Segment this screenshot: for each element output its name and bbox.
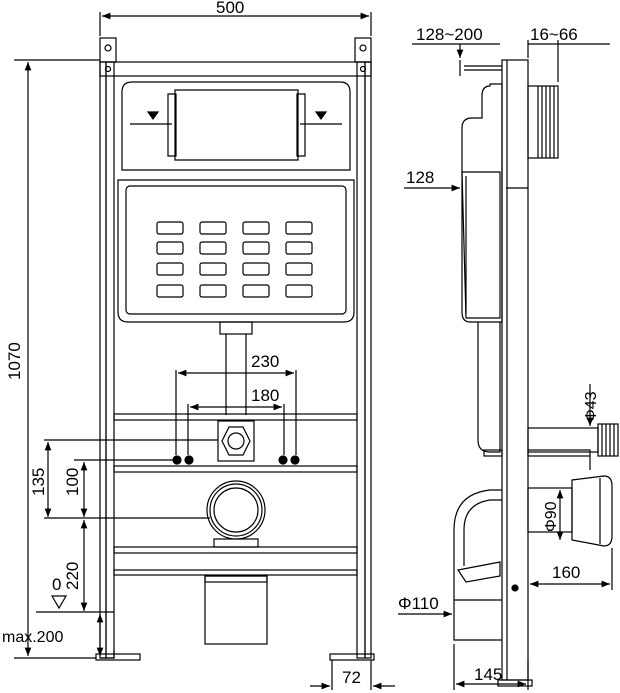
top-crossbar <box>99 61 372 77</box>
label-height-1070: 1070 <box>5 342 24 380</box>
floor-box <box>204 575 268 645</box>
label-range-128-200: 128~200 <box>416 25 483 44</box>
label-phi-90: Φ90 <box>543 501 560 532</box>
mounting-bar <box>113 413 358 473</box>
label-height-220: 220 <box>63 562 82 590</box>
side-drain-bend <box>453 489 502 641</box>
side-view <box>453 59 619 687</box>
label-phi-110: Φ110 <box>398 594 439 613</box>
label-height-135: 135 <box>29 468 48 496</box>
label-depth-160: 160 <box>552 563 580 582</box>
label-height-100: 100 <box>63 468 82 496</box>
side-downpipe <box>477 322 501 453</box>
frame-upright-right <box>329 37 375 661</box>
label-foot-72: 72 <box>342 668 361 687</box>
drain-fitting <box>206 480 266 548</box>
label-width-500: 500 <box>216 0 244 17</box>
side-threaded-connector <box>527 85 559 159</box>
front-view <box>95 37 375 661</box>
label-depth-145: 145 <box>474 665 502 684</box>
label-range-16-66: 16~66 <box>530 25 578 44</box>
front-dimensions <box>14 12 395 690</box>
frame-upright-left <box>95 37 141 661</box>
side-cistern <box>461 83 503 323</box>
label-phi-43: Φ43 <box>583 391 600 422</box>
cistern <box>117 81 355 415</box>
label-floor-zero: 0 <box>52 575 61 594</box>
label-spacing-180: 180 <box>251 386 279 405</box>
label-spacing-230: 230 <box>251 352 279 371</box>
label-max-200: max.200 <box>2 629 63 646</box>
side-outlet <box>527 475 613 547</box>
lower-crossbar <box>113 546 358 554</box>
side-supply-fitting <box>527 423 619 457</box>
cistern-vent-grid <box>156 221 313 298</box>
side-dimensions <box>398 40 613 690</box>
label-depth-128: 128 <box>406 168 434 187</box>
dimension-labels: 500 1070 230 180 135 100 220 0 max.200 7… <box>2 0 600 687</box>
